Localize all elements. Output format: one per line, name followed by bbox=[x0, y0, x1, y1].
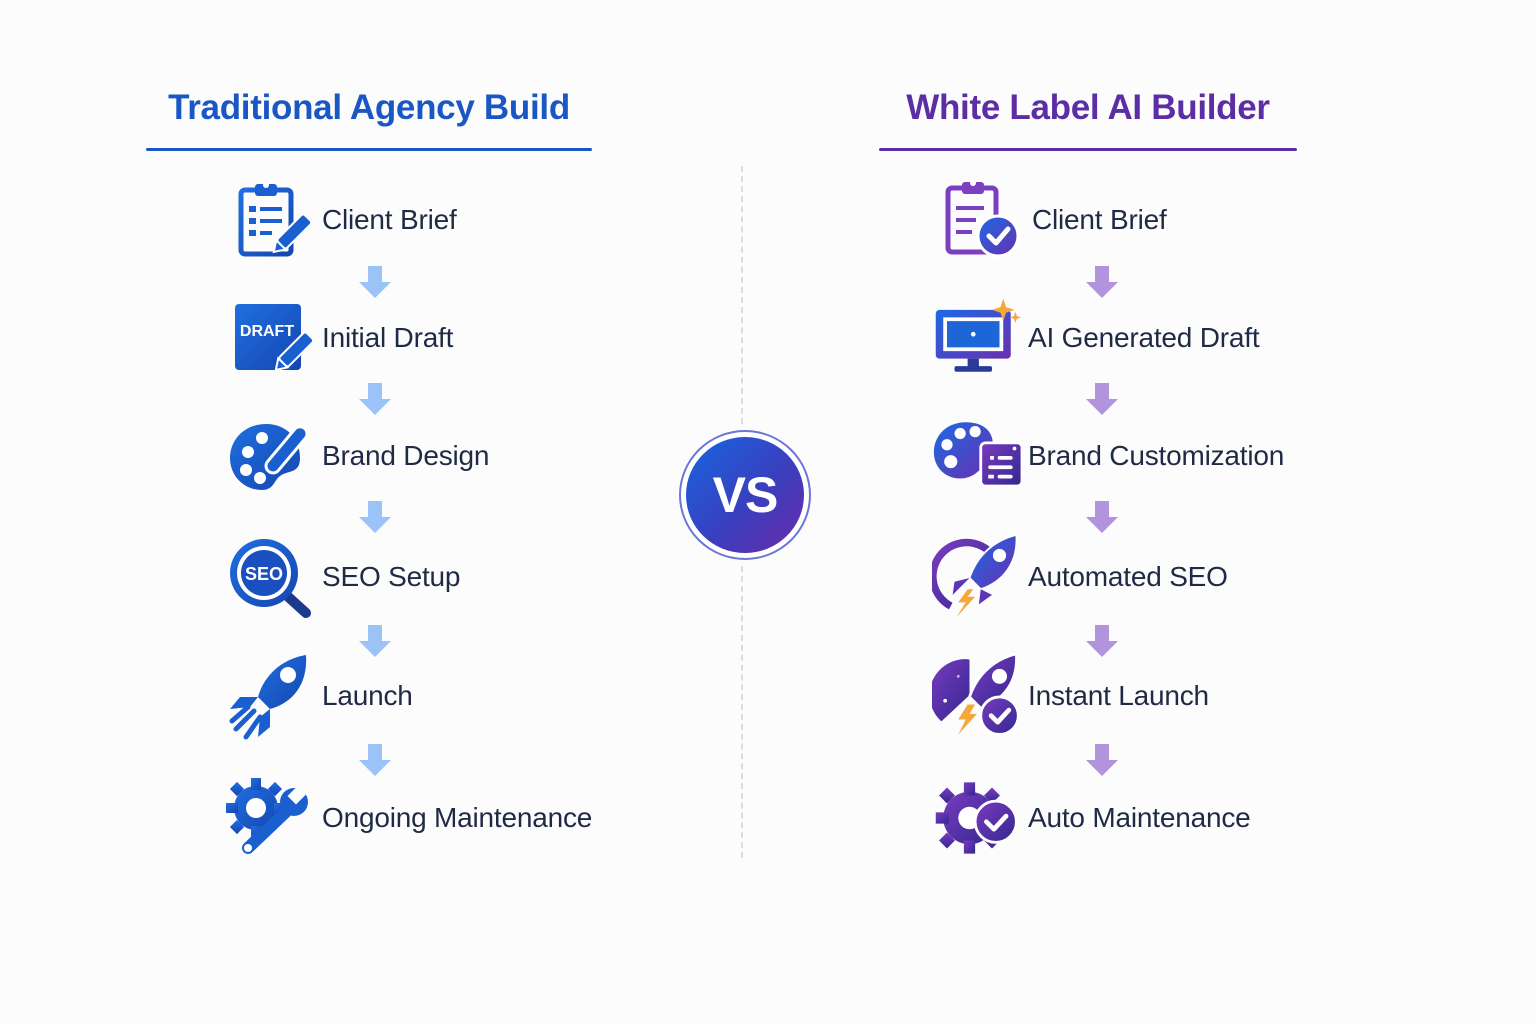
monitor-sparkle-icon bbox=[932, 296, 1022, 380]
step-label: Automated SEO bbox=[1028, 561, 1228, 592]
step-label: Launch bbox=[322, 680, 413, 711]
step-label: Initial Draft bbox=[322, 322, 454, 353]
flow-arrow-down-icon bbox=[359, 266, 391, 298]
step-label: Client Brief bbox=[322, 204, 457, 235]
step-label: Ongoing Maintenance bbox=[322, 802, 593, 833]
rocket-icon bbox=[226, 654, 316, 740]
step-label: Client Brief bbox=[1032, 204, 1167, 235]
ai-step-brand-customization: Brand Customization bbox=[932, 414, 1284, 498]
ai-step-client-brief: Client Brief bbox=[936, 178, 1167, 262]
ai-step-ai-generated-draft: AI Generated Draft bbox=[932, 296, 1260, 380]
clipboard-pencil-icon bbox=[226, 178, 316, 262]
flow-arrow-down-icon bbox=[1086, 266, 1118, 298]
flow-arrow-down-icon bbox=[1086, 625, 1118, 657]
flow-arrow-down-icon bbox=[359, 744, 391, 776]
vs-badge-text: VS bbox=[686, 437, 804, 553]
flow-arrow-down-icon bbox=[1086, 501, 1118, 533]
center-divider-top bbox=[741, 166, 743, 424]
traditional-step-ongoing-maintenance: Ongoing Maintenance bbox=[226, 776, 592, 860]
traditional-step-initial-draft: DRAFT Initial Draft bbox=[226, 296, 453, 380]
step-label: Instant Launch bbox=[1028, 680, 1209, 711]
vs-badge: VS bbox=[679, 430, 811, 560]
traditional-step-client-brief: Client Brief bbox=[226, 178, 457, 262]
ai-step-instant-launch: Instant Launch bbox=[932, 652, 1209, 738]
palette-brush-icon bbox=[226, 414, 316, 498]
clipboard-check-icon bbox=[936, 178, 1026, 262]
step-label: Brand Customization bbox=[1028, 440, 1285, 471]
gear-wrench-icon bbox=[226, 776, 316, 860]
step-label: Brand Design bbox=[322, 440, 490, 471]
ai-builder-title-underline bbox=[879, 148, 1297, 151]
center-divider-bottom bbox=[741, 566, 743, 858]
rocket-orbit-icon bbox=[932, 533, 1022, 619]
traditional-step-seo-setup: SEO SEO Setup bbox=[226, 535, 460, 619]
gear-check-icon bbox=[932, 776, 1022, 860]
flow-arrow-down-icon bbox=[359, 383, 391, 415]
rocket-check-icon bbox=[932, 652, 1022, 738]
step-label: Auto Maintenance bbox=[1028, 802, 1251, 833]
traditional-title-underline bbox=[146, 148, 592, 151]
traditional-step-brand-design: Brand Design bbox=[226, 414, 489, 498]
ai-step-auto-maintenance: Auto Maintenance bbox=[932, 776, 1251, 860]
seo-magnifier-icon: SEO bbox=[226, 535, 316, 619]
step-label: SEO Setup bbox=[322, 561, 461, 592]
flow-arrow-down-icon bbox=[359, 625, 391, 657]
svg-text:DRAFT: DRAFT bbox=[240, 323, 294, 340]
traditional-step-launch: Launch bbox=[226, 654, 413, 740]
ai-builder-column-title: White Label AI Builder bbox=[906, 88, 1270, 127]
draft-document-pencil-icon: DRAFT bbox=[226, 296, 316, 380]
flow-arrow-down-icon bbox=[1086, 383, 1118, 415]
ai-step-automated-seo: Automated SEO bbox=[932, 533, 1228, 619]
traditional-column-title: Traditional Agency Build bbox=[168, 88, 570, 127]
step-label: AI Generated Draft bbox=[1028, 322, 1260, 353]
svg-text:SEO: SEO bbox=[245, 564, 283, 584]
flow-arrow-down-icon bbox=[359, 501, 391, 533]
palette-settings-icon bbox=[932, 414, 1022, 498]
flow-arrow-down-icon bbox=[1086, 744, 1118, 776]
